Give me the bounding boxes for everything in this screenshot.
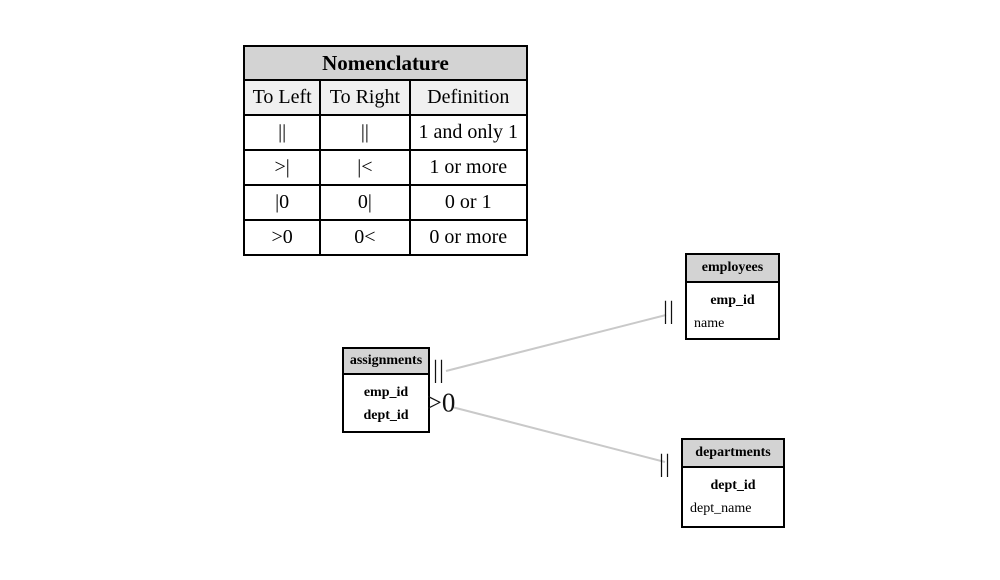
column-header-definition: Definition: [408, 79, 529, 116]
column-header-to-right: To Right: [319, 79, 411, 116]
relationship-line-assignments-departments: [451, 406, 666, 463]
entity-employees-title: employees: [687, 255, 778, 283]
field-name: name: [694, 316, 725, 331]
entity-departments: departments dept_id dept_name: [681, 438, 785, 528]
field-dept-id: dept_id: [363, 408, 409, 423]
field-dept-id: dept_id: [710, 478, 756, 493]
nomenclature-cell: 1 or more: [408, 149, 529, 186]
cardinality-marker-zero-or-more: >0: [426, 387, 456, 418]
cardinality-marker-one: ||: [432, 356, 446, 384]
nomenclature-cell: 0<: [319, 219, 411, 256]
entity-assignments-title: assignments: [344, 349, 428, 375]
nomenclature-cell: 0 or 1: [408, 184, 529, 221]
nomenclature-cell: 0 or more: [408, 219, 529, 256]
entity-departments-title: departments: [683, 440, 783, 468]
nomenclature-cell: ||: [242, 114, 322, 151]
field-emp-id: emp_id: [710, 293, 755, 308]
table-row: |0 0| 0 or 1: [242, 184, 529, 221]
nomenclature-title: Nomenclature: [243, 45, 528, 81]
entity-employees: employees emp_id name: [685, 253, 780, 340]
nomenclature-cell: 1 and only 1: [408, 114, 529, 151]
field-emp-id: emp_id: [363, 385, 409, 400]
relationship-line-assignments-employees: [445, 314, 667, 372]
nomenclature-cell: 0|: [319, 184, 411, 221]
table-row: >0 0< 0 or more: [242, 219, 529, 256]
table-row: >| |< 1 or more: [242, 149, 529, 186]
nomenclature-cell: ||: [319, 114, 411, 151]
field-dept-name: dept_name: [690, 501, 752, 516]
entity-assignments: assignments emp_id dept_id: [342, 347, 430, 433]
nomenclature-cell: |0: [242, 184, 322, 221]
cardinality-marker-one: ||: [662, 297, 676, 325]
entity-employees-fields: emp_id name: [687, 283, 778, 339]
entity-departments-fields: dept_id dept_name: [683, 468, 783, 524]
column-header-to-left: To Left: [242, 79, 322, 116]
nomenclature-table: Nomenclature To Left To Right Definition…: [242, 45, 529, 256]
cardinality-marker-one: ||: [658, 450, 672, 478]
nomenclature-cell: >|: [242, 149, 322, 186]
entity-assignments-fields: emp_id dept_id: [344, 375, 428, 431]
table-row: || || 1 and only 1: [242, 114, 529, 151]
nomenclature-cell: >0: [242, 219, 322, 256]
nomenclature-cell: |<: [319, 149, 411, 186]
